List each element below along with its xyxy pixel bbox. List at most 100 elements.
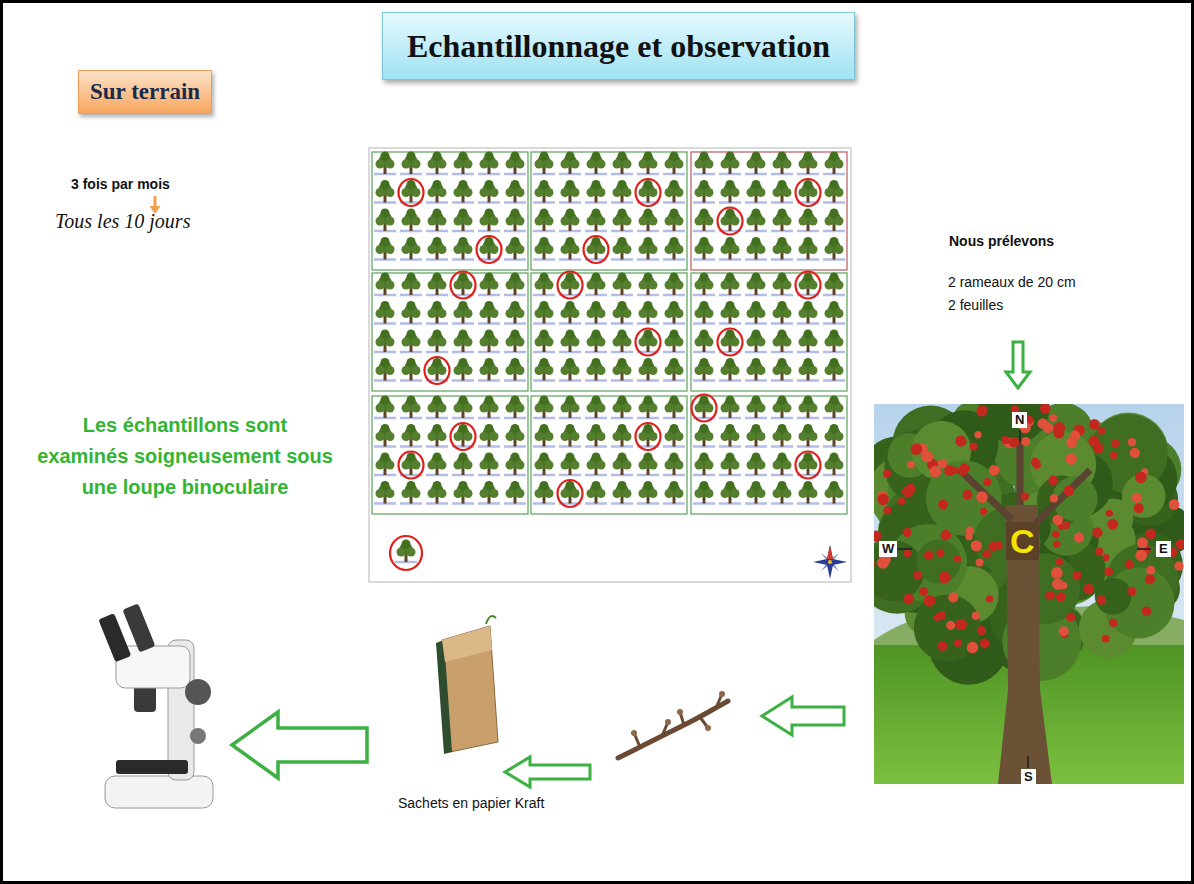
tree-crown — [597, 309, 606, 318]
tree-crown — [618, 358, 627, 367]
tree-crown — [535, 461, 544, 470]
tree-crown — [670, 273, 679, 282]
tree-icon — [745, 273, 767, 296]
tree-crown — [459, 237, 468, 246]
tree-icon — [452, 424, 474, 447]
tree-crown — [438, 188, 447, 197]
tree-icon — [771, 424, 793, 447]
tree-crown — [540, 330, 549, 339]
tree-crown — [747, 404, 756, 413]
tree-crown — [613, 404, 622, 413]
tree-crown — [644, 358, 653, 367]
tree-crown — [506, 338, 515, 347]
tree-icon — [797, 209, 819, 232]
tree-crown — [747, 338, 756, 347]
apple — [1052, 530, 1060, 538]
tree-crown — [778, 330, 787, 339]
tree-crown — [773, 309, 782, 318]
tree-crown — [480, 338, 489, 347]
tree-crown — [397, 548, 406, 557]
tree-crown — [623, 281, 632, 290]
tree-icon — [374, 481, 396, 504]
tree-crown — [516, 489, 525, 498]
tree-crown — [721, 461, 730, 470]
tree-crown — [623, 432, 632, 441]
tree-crown — [731, 489, 740, 498]
tree-crown — [639, 489, 648, 498]
tree-crown — [665, 160, 674, 169]
tree-crown — [428, 245, 437, 254]
tree-crown — [540, 209, 549, 218]
tree-crown — [490, 404, 499, 413]
tree-crown — [566, 481, 575, 490]
apple — [1052, 514, 1063, 525]
tree-crown — [799, 309, 808, 318]
tree-icon — [374, 209, 396, 232]
tree-crown — [747, 217, 756, 226]
tree-crown — [386, 489, 395, 498]
tree-icon — [400, 180, 422, 203]
apple — [1169, 499, 1180, 510]
tree-crown — [613, 160, 622, 169]
tree-crown — [665, 338, 674, 347]
tree-crown — [506, 217, 515, 226]
tree-icon — [452, 180, 474, 203]
apple — [954, 555, 961, 562]
apple — [1072, 571, 1081, 580]
apple — [938, 641, 948, 651]
tree-crown — [438, 366, 447, 375]
tree-crown — [778, 301, 787, 310]
tree-icon — [533, 424, 555, 447]
compass-tick — [1027, 756, 1029, 768]
tree-crown — [506, 160, 515, 169]
tree-crown — [376, 281, 385, 290]
tree-icon — [452, 152, 474, 175]
sample-circle — [796, 272, 821, 299]
hollow-arrow — [1006, 342, 1030, 388]
tree-crown — [726, 453, 735, 462]
tree-crown — [618, 301, 627, 310]
tree-crown — [835, 245, 844, 254]
tree-crown — [705, 245, 714, 254]
tree-crown — [438, 404, 447, 413]
tree-icon — [611, 424, 633, 447]
tree-crown — [613, 338, 622, 347]
tree-icon — [719, 358, 741, 381]
tree-icon — [663, 424, 685, 447]
tree-crown — [412, 404, 421, 413]
apple — [1176, 539, 1184, 549]
tree-crown — [830, 424, 839, 433]
tree-crown — [825, 461, 834, 470]
tree-crown — [597, 489, 606, 498]
tree-crown — [830, 396, 839, 405]
tree-crown — [545, 245, 554, 254]
tree-crown — [825, 432, 834, 441]
apple — [1054, 422, 1066, 434]
tree-crown — [639, 404, 648, 413]
tree-crown — [695, 160, 704, 169]
tree-crown — [428, 461, 437, 470]
tree-crown — [783, 160, 792, 169]
apple — [919, 587, 928, 596]
tree-crown — [376, 217, 385, 226]
tree-icon — [504, 180, 526, 203]
tree-crown — [459, 152, 468, 161]
tree-crown — [799, 461, 808, 470]
sample-circle — [399, 452, 424, 479]
tree-crown — [428, 217, 437, 226]
tree-crown — [485, 358, 494, 367]
tree-icon — [719, 237, 741, 260]
tree-icon — [637, 180, 659, 203]
tree-crown — [804, 180, 813, 189]
tree-icon — [374, 237, 396, 260]
tree-icon — [533, 301, 555, 324]
tree-icon — [559, 237, 581, 260]
tree-crown — [381, 237, 390, 246]
tree-crown — [480, 404, 489, 413]
orchard-block — [372, 396, 528, 514]
orchard-block — [531, 273, 687, 391]
apple — [1102, 554, 1109, 561]
tree-crown — [783, 309, 792, 318]
tree-crown — [506, 309, 515, 318]
